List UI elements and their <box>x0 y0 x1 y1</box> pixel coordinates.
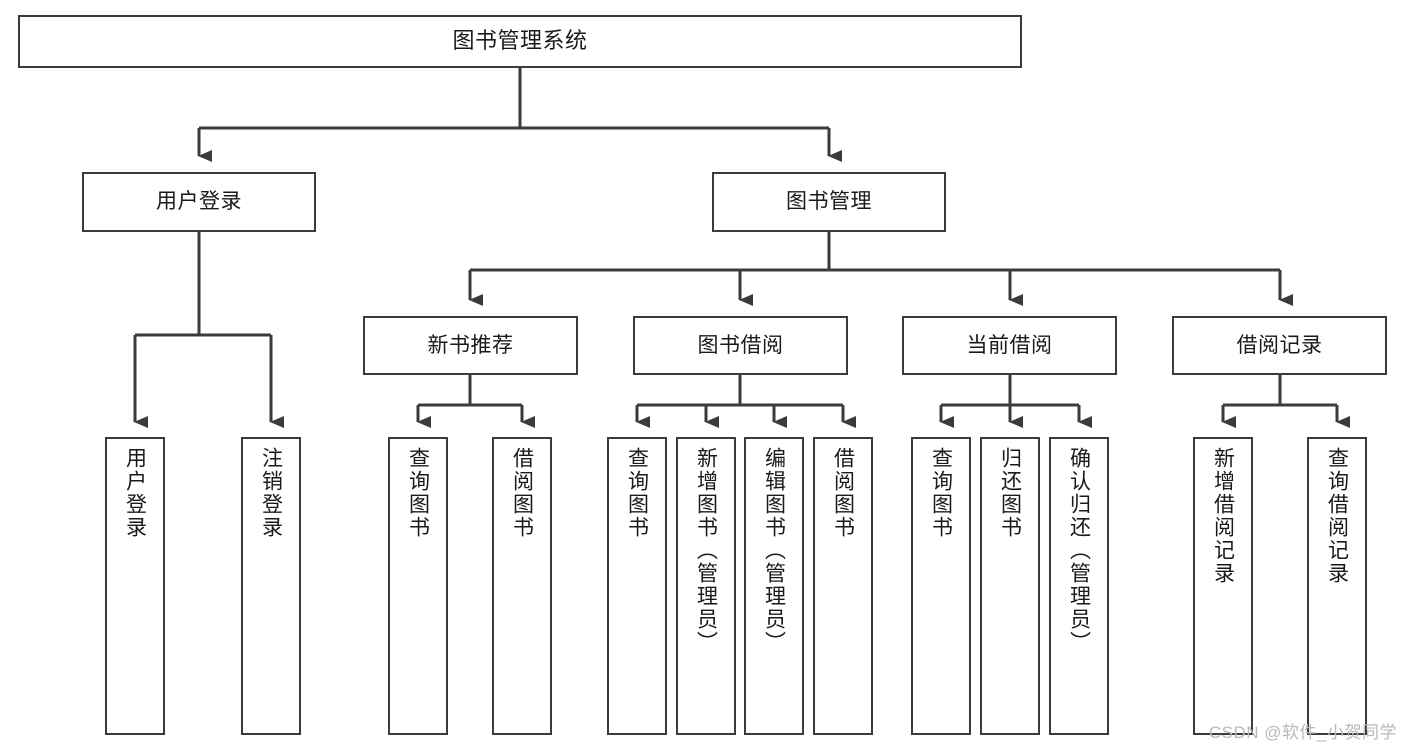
node-leaf-add-record[interactable]: 新增借阅记录 <box>1193 437 1253 735</box>
node-label: 借阅记录 <box>1236 333 1323 357</box>
node-root-system[interactable]: 图书管理系统 <box>18 15 1022 68</box>
node-leaf-query-record[interactable]: 查询借阅记录 <box>1307 437 1367 735</box>
node-label: 借阅图书 <box>510 447 534 539</box>
node-leaf-edit-book[interactable]: 编辑图书（管理员） <box>744 437 804 735</box>
node-label: 图书管理 <box>786 190 872 214</box>
node-leaf-query-book-3[interactable]: 查询图书 <box>911 437 971 735</box>
node-label: 查询图书 <box>406 447 430 539</box>
node-leaf-borrow-book-2[interactable]: 借阅图书 <box>813 437 873 735</box>
node-label: 用户登录 <box>123 447 147 539</box>
node-label: 新书推荐 <box>427 333 514 357</box>
node-label: 图书借阅 <box>697 333 784 357</box>
node-new-book-recommend[interactable]: 新书推荐 <box>363 316 578 375</box>
node-book-management[interactable]: 图书管理 <box>712 172 946 232</box>
node-label: 借阅图书 <box>831 447 855 539</box>
node-leaf-query-book-1[interactable]: 查询图书 <box>388 437 448 735</box>
node-book-borrow[interactable]: 图书借阅 <box>633 316 848 375</box>
node-label: 用户登录 <box>156 190 242 214</box>
node-label: 图书管理系统 <box>452 28 588 54</box>
node-leaf-query-book-2[interactable]: 查询图书 <box>607 437 667 735</box>
node-label: 查询图书 <box>625 447 649 539</box>
node-label: 查询借阅记录 <box>1325 447 1349 585</box>
node-label: 归还图书 <box>998 447 1022 539</box>
node-label: 编辑图书（管理员） <box>762 447 786 654</box>
node-leaf-user-login[interactable]: 用户登录 <box>105 437 165 735</box>
node-leaf-return-book[interactable]: 归还图书 <box>980 437 1040 735</box>
node-leaf-borrow-book-1[interactable]: 借阅图书 <box>492 437 552 735</box>
node-current-borrow[interactable]: 当前借阅 <box>902 316 1117 375</box>
node-leaf-logout-login[interactable]: 注销登录 <box>241 437 301 735</box>
node-label: 确认归还（管理员） <box>1067 447 1091 654</box>
node-label: 新增借阅记录 <box>1211 447 1235 585</box>
node-leaf-add-book[interactable]: 新增图书（管理员） <box>676 437 736 735</box>
node-label: 查询图书 <box>929 447 953 539</box>
node-label: 当前借阅 <box>966 333 1053 357</box>
node-leaf-confirm-return[interactable]: 确认归还（管理员） <box>1049 437 1109 735</box>
node-label: 新增图书（管理员） <box>694 447 718 654</box>
node-borrow-record[interactable]: 借阅记录 <box>1172 316 1387 375</box>
node-user-login[interactable]: 用户登录 <box>82 172 316 232</box>
node-label: 注销登录 <box>259 447 283 539</box>
